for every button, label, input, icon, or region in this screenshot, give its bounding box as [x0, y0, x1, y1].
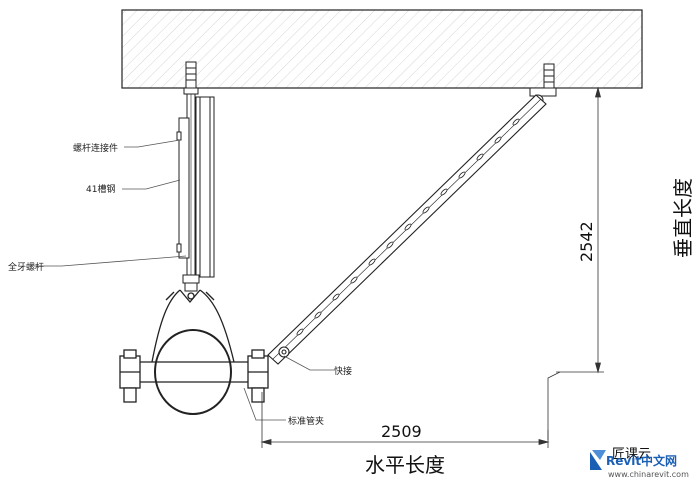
- vertical-dimension-value: 2542: [577, 221, 596, 262]
- label-rod-connector: 螺杆连接件: [73, 142, 118, 154]
- label-41-channel: 41槽钢: [86, 183, 115, 195]
- revit-logo-icon: [590, 450, 606, 470]
- watermark-brand: Revit中文网: [606, 453, 677, 468]
- watermark-url: www.chinarevit.com: [608, 470, 689, 479]
- vertical-dimension: [547, 86, 604, 440]
- leader-lines: [34, 139, 334, 421]
- horizontal-dimension: [260, 392, 550, 448]
- label-quick-connect: 快接: [334, 365, 352, 377]
- label-pipe-clamp: 标准管夹: [288, 415, 324, 427]
- pipe-clamp: [119, 289, 269, 415]
- left-anchor-bolt: [183, 61, 199, 95]
- ceiling-slab: [121, 9, 643, 89]
- watermark-faint-text: 匠课云: [612, 447, 651, 462]
- vertical-hanger-assembly: [176, 93, 215, 292]
- watermark: 匠课云 Revit中文网 www.chinarevit.com: [590, 447, 689, 479]
- vertical-length-label: 垂直长度: [671, 178, 695, 258]
- label-threaded-rod: 全牙螺杆: [8, 261, 44, 273]
- horizontal-dimension-value: 2509: [381, 422, 422, 441]
- diagonal-brace: [267, 94, 547, 365]
- horizontal-length-label: 水平长度: [365, 453, 445, 477]
